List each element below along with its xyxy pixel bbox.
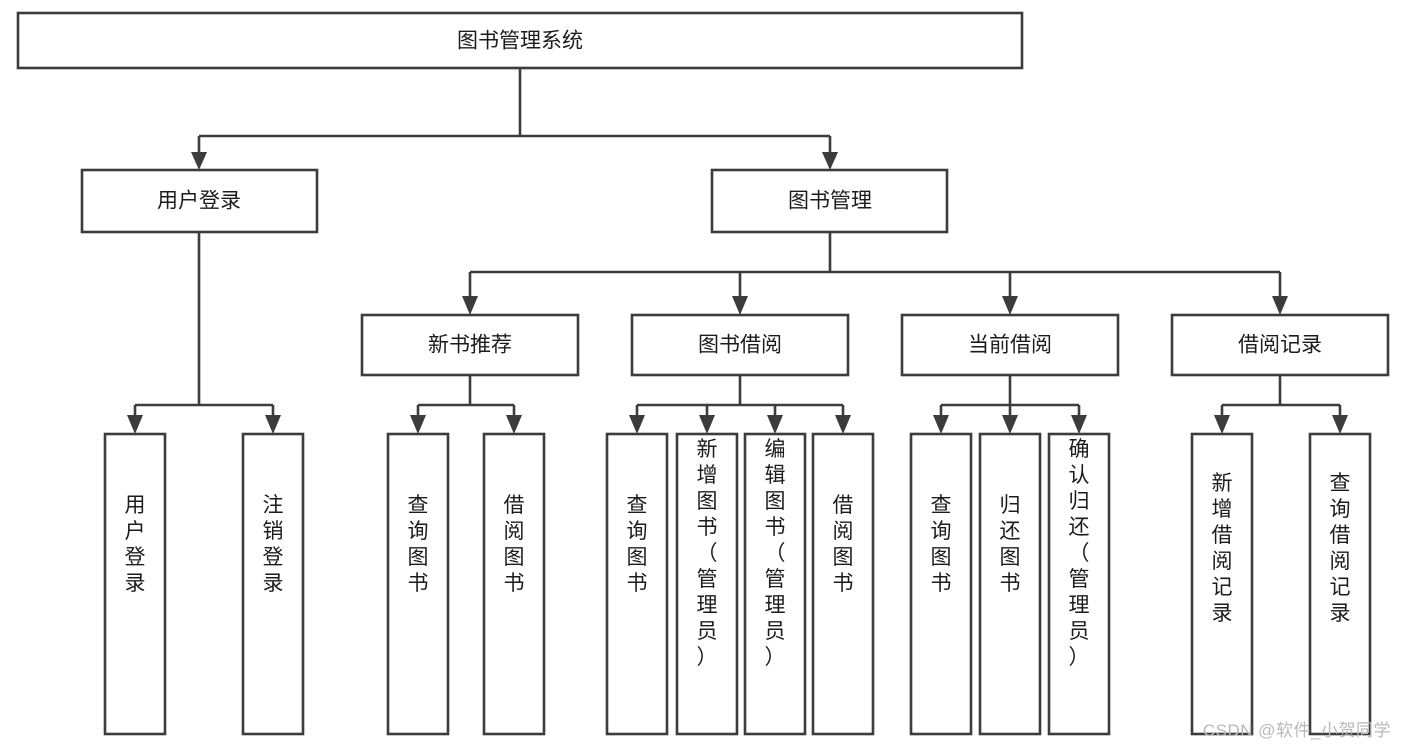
leaf-book-borrow-1-label: 新增图书（管理员） xyxy=(697,438,718,669)
node-root-label: 图书管理系统 xyxy=(457,30,583,53)
leaf-user-login-0-label: 用户登录 xyxy=(125,494,146,595)
leaf-book-borrow-3-box xyxy=(811,432,875,736)
arrowhead-borrowrecord-leaf-1 xyxy=(1214,415,1230,434)
leaf-user-login-1-box xyxy=(241,432,305,736)
arrowhead-bookborrow-leaf-2 xyxy=(699,415,715,434)
leaf-user-login-1-label: 注销登录 xyxy=(263,494,284,595)
arrowhead-bookmgmt xyxy=(822,152,838,170)
leaf-new-book-recommend-0-label: 查询图书 xyxy=(408,494,429,595)
arrowhead-currentborrow-leaf-3 xyxy=(1071,415,1087,434)
node-book-management-box xyxy=(710,168,949,234)
leaf-current-borrow-2-label: 确认归还（管理员） xyxy=(1069,438,1090,669)
arrowhead-currentborrow-leaf-2 xyxy=(1002,415,1018,434)
arrowhead-borrowrecord-leaf-2 xyxy=(1332,415,1348,434)
node-user-login[interactable]: 用户登录 xyxy=(80,168,319,234)
arrowhead-newbook-leaf-1 xyxy=(410,415,426,434)
arrowhead-userlogin-leaf-1 xyxy=(127,415,143,434)
node-borrow-record[interactable]: 借阅记录 xyxy=(1170,313,1390,377)
leaf-current-borrow-0[interactable]: 查询图书 xyxy=(909,432,973,736)
node-user-login-box xyxy=(80,168,319,234)
csdn-watermark: CSDN @软件_小贺同学 xyxy=(1202,721,1391,740)
node-current-borrow-box xyxy=(900,313,1120,377)
leaf-borrow-record-1-box xyxy=(1308,432,1372,736)
leaf-current-borrow-0-label: 查询图书 xyxy=(931,494,952,595)
node-new-book-recommend-box xyxy=(360,313,580,377)
arrowhead-bookborrow xyxy=(732,296,748,315)
leaf-new-book-recommend-1-box xyxy=(482,432,546,736)
connector-layer xyxy=(127,68,1348,434)
leaf-new-book-recommend-1-label: 借阅图书 xyxy=(504,494,525,595)
arrowhead-bookborrow-leaf-4 xyxy=(835,415,851,434)
node-root-box xyxy=(16,11,1024,70)
leaf-book-borrow-3[interactable]: 借阅图书 xyxy=(811,432,875,736)
node-new-book-recommend[interactable]: 新书推荐 xyxy=(360,313,580,377)
leaf-new-book-recommend-1[interactable]: 借阅图书 xyxy=(482,432,546,736)
leaf-borrow-record-0[interactable]: 新增借阅记录 xyxy=(1190,432,1254,736)
leaf-current-borrow-1-label: 归还图书 xyxy=(1000,494,1021,595)
arrowhead-userlogin xyxy=(191,152,207,170)
leaf-borrow-record-1-label: 查询借阅记录 xyxy=(1330,472,1351,625)
node-user-login-label: 用户登录 xyxy=(157,190,241,213)
leaf-user-login-0[interactable]: 用户登录 xyxy=(103,432,167,736)
node-current-borrow-label: 当前借阅 xyxy=(968,334,1052,357)
leaf-book-borrow-3-label: 借阅图书 xyxy=(833,494,854,595)
arrowhead-currentborrow-leaf-1 xyxy=(933,415,949,434)
leaf-borrow-record-0-box xyxy=(1190,432,1254,736)
leaf-book-borrow-1-box xyxy=(675,432,739,736)
arrowhead-bookborrow-leaf-1 xyxy=(629,415,645,434)
leaf-current-borrow-2-box xyxy=(1047,432,1111,736)
leaf-book-borrow-0-box xyxy=(605,432,669,736)
node-book-borrow-label: 图书借阅 xyxy=(698,334,782,357)
leaf-current-borrow-1-box xyxy=(978,432,1042,736)
node-root-system[interactable]: 图书管理系统 xyxy=(16,11,1024,70)
node-book-management[interactable]: 图书管理 xyxy=(710,168,949,234)
leaf-book-borrow-2[interactable]: 编辑图书（管理员） xyxy=(743,432,807,736)
node-book-borrow[interactable]: 图书借阅 xyxy=(630,313,850,377)
node-book-management-label: 图书管理 xyxy=(788,190,872,213)
leaf-current-borrow-1[interactable]: 归还图书 xyxy=(978,432,1042,736)
arrowhead-currentborrow xyxy=(1002,296,1018,315)
leaf-book-borrow-0[interactable]: 查询图书 xyxy=(605,432,669,736)
leaf-new-book-recommend-0[interactable]: 查询图书 xyxy=(386,432,450,736)
node-book-borrow-box xyxy=(630,313,850,377)
arrowhead-newbook-leaf-2 xyxy=(506,415,522,434)
leaf-book-borrow-2-box xyxy=(743,432,807,736)
leaf-new-book-recommend-0-box xyxy=(386,432,450,736)
node-current-borrow[interactable]: 当前借阅 xyxy=(900,313,1120,377)
node-new-book-recommend-label: 新书推荐 xyxy=(428,334,512,357)
arrowhead-newbook xyxy=(462,296,478,315)
leaf-user-login-0-box xyxy=(103,432,167,736)
leaf-borrow-record-1[interactable]: 查询借阅记录 xyxy=(1308,432,1372,736)
leaf-user-login-1[interactable]: 注销登录 xyxy=(241,432,305,736)
leaf-book-borrow-2-label: 编辑图书（管理员） xyxy=(765,438,786,669)
leaf-book-borrow-1[interactable]: 新增图书（管理员） xyxy=(675,432,739,736)
arrowhead-userlogin-leaf-2 xyxy=(265,415,281,434)
leaf-current-borrow-2[interactable]: 确认归还（管理员） xyxy=(1047,432,1111,736)
leaf-current-borrow-0-box xyxy=(909,432,973,736)
leaf-borrow-record-0-label: 新增借阅记录 xyxy=(1212,472,1233,625)
arrowhead-borrowrecord xyxy=(1272,296,1288,315)
arrowhead-bookborrow-leaf-3 xyxy=(767,415,783,434)
node-borrow-record-box xyxy=(1170,313,1390,377)
leaf-book-borrow-0-label: 查询图书 xyxy=(627,494,648,595)
node-borrow-record-label: 借阅记录 xyxy=(1238,334,1322,357)
